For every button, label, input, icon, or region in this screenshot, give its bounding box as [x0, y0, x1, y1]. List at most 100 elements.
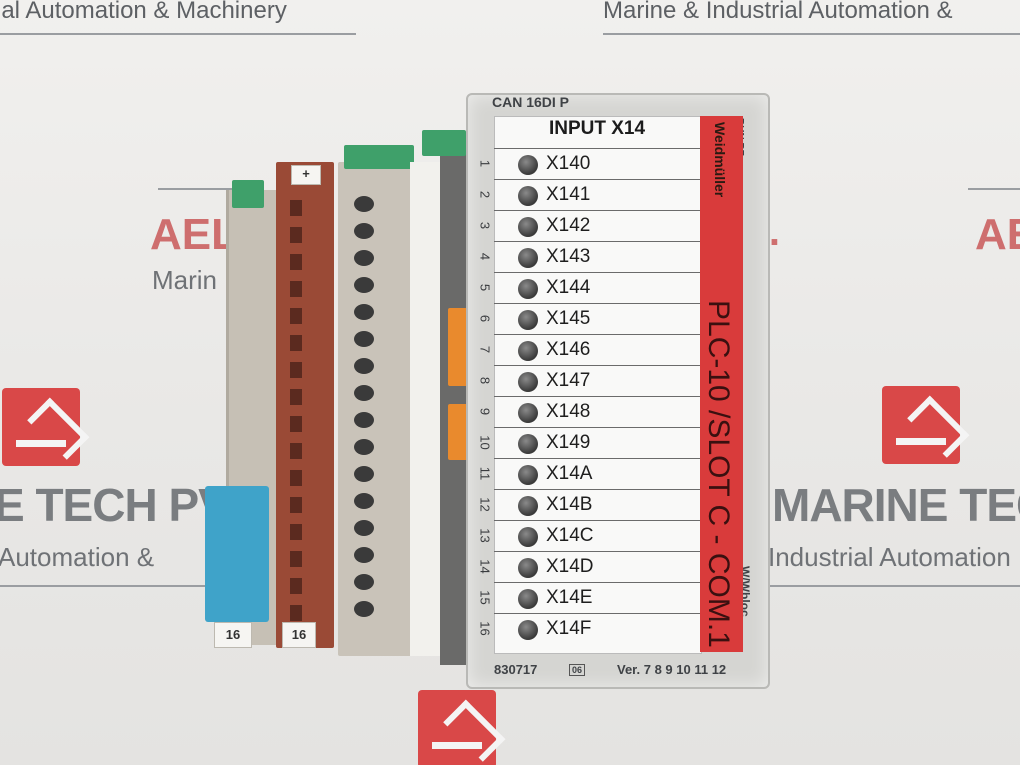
input-row-label: X148 — [546, 401, 591, 422]
module-part-sub: 06 — [569, 664, 586, 676]
module-model: CAN 16DI P — [492, 94, 570, 110]
watermark-brand-right: AE — [975, 210, 1020, 259]
watermark-rule-mid-left — [158, 188, 238, 190]
terminal-cap-green-left — [232, 180, 264, 208]
input-row: X147 — [494, 365, 700, 397]
terminal-plus-tag: + — [291, 165, 321, 185]
terminal-slot — [290, 524, 302, 540]
watermark-band-rule-left — [0, 585, 208, 587]
input-title: INPUT X14 — [548, 118, 646, 139]
input-row-number: 3 — [477, 221, 493, 230]
terminal-tag-right: 16 — [282, 622, 316, 648]
status-led-icon — [518, 279, 538, 299]
input-row-number: 8 — [477, 376, 493, 385]
input-row: X142 — [494, 210, 700, 242]
input-row-label: X146 — [546, 339, 591, 360]
input-row: X146 — [494, 334, 700, 366]
terminal-cap-green-mid — [344, 145, 414, 169]
terminal-slot — [290, 335, 302, 351]
terminal-block-beige — [338, 162, 412, 656]
input-row-number: 13 — [477, 528, 493, 543]
input-row-number: 12 — [477, 497, 493, 512]
status-led-icon — [518, 186, 538, 206]
side-slot-label: PLC-10 /SLOT C - COM.1 — [702, 300, 735, 648]
input-row-label: X14E — [546, 587, 593, 608]
terminal-hole — [354, 574, 374, 590]
input-row: X14C — [494, 520, 700, 552]
status-led-icon — [518, 465, 538, 485]
input-row-number: 7 — [477, 345, 493, 354]
red-label-strip — [700, 116, 743, 652]
terminal-hole — [354, 493, 374, 509]
terminal-hole — [354, 466, 374, 482]
terminal-hole — [354, 331, 374, 347]
input-row-number: 10 — [477, 435, 493, 450]
watermark-sub-left: Marin — [152, 265, 218, 295]
input-row-label: X145 — [546, 308, 591, 329]
input-row: X140 — [494, 148, 700, 180]
terminal-slot — [290, 200, 302, 216]
status-led-icon — [518, 310, 538, 330]
status-led-icon — [518, 372, 538, 392]
input-row-number: 15 — [477, 590, 493, 605]
terminal-slot — [290, 227, 302, 243]
logo-bottom — [418, 690, 496, 765]
terminal-slot — [290, 281, 302, 297]
terminal-hole — [354, 358, 374, 374]
terminal-hole — [354, 196, 374, 212]
input-row-number: 11 — [477, 466, 493, 481]
input-row: X144 — [494, 272, 700, 304]
terminal-hole — [354, 304, 374, 320]
input-row-label: X147 — [546, 370, 591, 391]
input-row: X14F — [494, 613, 700, 645]
watermark-rule-mid-right — [968, 188, 1020, 190]
terminal-slot — [290, 578, 302, 594]
terminal-hole — [354, 277, 374, 293]
terminal-slot — [290, 254, 302, 270]
watermark-rule-left — [0, 33, 356, 35]
terminal-slot — [290, 551, 302, 567]
input-row: X145 — [494, 303, 700, 335]
input-row-label: X14A — [546, 463, 593, 484]
input-row: X14D — [494, 551, 700, 583]
terminal-slot — [290, 605, 302, 621]
terminal-hole — [354, 439, 374, 455]
input-row: X14B — [494, 489, 700, 521]
logo-left — [2, 388, 80, 466]
input-row-number: 16 — [477, 621, 493, 636]
input-row: X149 — [494, 427, 700, 459]
logo-right — [882, 386, 960, 464]
watermark-band-rule-right — [768, 585, 1020, 587]
watermark-brand-left: AEL — [150, 210, 238, 259]
terminal-hole — [354, 385, 374, 401]
input-row: X14E — [494, 582, 700, 614]
brand-label: Weidmüller — [712, 122, 728, 198]
terminal-slot — [290, 389, 302, 405]
terminal-slot — [290, 416, 302, 432]
input-row: X14A — [494, 458, 700, 490]
status-led-icon — [518, 403, 538, 423]
terminal-hole — [354, 223, 374, 239]
terminal-hole — [354, 250, 374, 266]
input-row: X141 — [494, 179, 700, 211]
status-led-icon — [518, 217, 538, 237]
terminal-slot — [290, 497, 302, 513]
orange-clip-lower — [448, 404, 468, 460]
status-led-icon — [518, 620, 538, 640]
input-row-label: X14B — [546, 494, 593, 515]
terminal-slot — [290, 470, 302, 486]
terminal-slot — [290, 308, 302, 324]
status-led-icon — [518, 434, 538, 454]
input-row-number: 14 — [477, 559, 493, 574]
status-led-icon — [518, 341, 538, 361]
input-row-number: 1 — [477, 159, 493, 168]
input-row-label: X143 — [546, 246, 591, 267]
terminal-tag-left: 16 — [214, 622, 252, 648]
status-led-icon — [518, 248, 538, 268]
input-row-label: X149 — [546, 432, 591, 453]
watermark-top-left: ial Automation & Machinery — [0, 0, 287, 24]
input-row-number: 4 — [477, 252, 493, 261]
input-row-label: X144 — [546, 277, 591, 298]
input-row-label: X141 — [546, 184, 591, 205]
